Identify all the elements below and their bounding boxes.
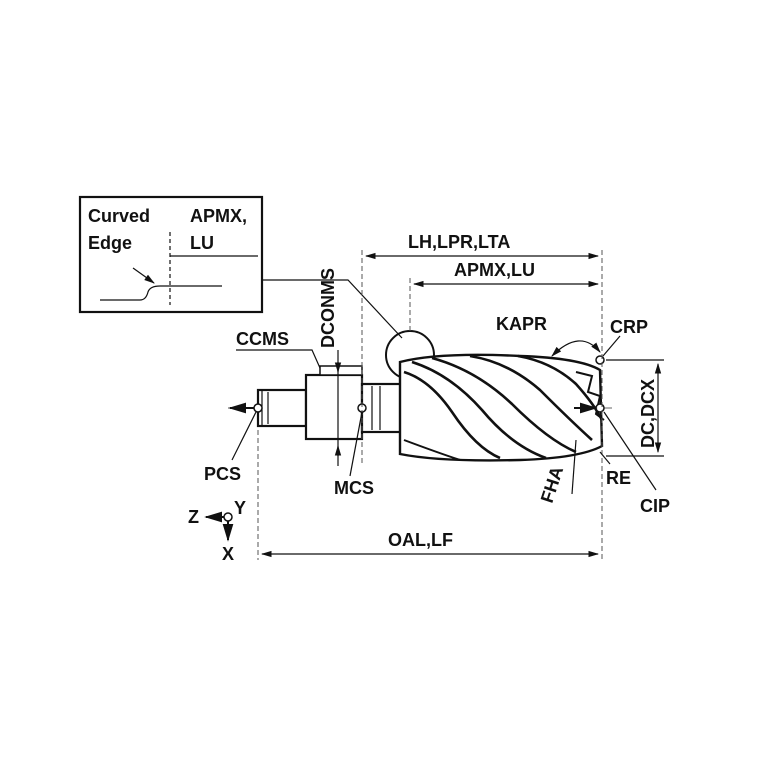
neck [360, 382, 404, 434]
inset-edge-label: Edge [88, 233, 132, 253]
x-axis-label: X [222, 544, 234, 564]
cutting-teeth [575, 371, 605, 421]
ccms-leader [236, 349, 321, 369]
flute-1 [403, 370, 501, 460]
coordinate-axes: Z Y X [188, 498, 246, 564]
re-label: RE [606, 468, 631, 488]
mcs-label: MCS [334, 478, 374, 498]
y-axis-label: Y [234, 498, 246, 518]
inset-leader-line [262, 279, 403, 339]
oal-lf-label: OAL,LF [388, 530, 453, 550]
inset-detail-box: Curved Edge APMX, LU [78, 195, 264, 314]
pcs-leader [231, 411, 257, 461]
inset-leader-arrow [132, 267, 155, 284]
flute-6 [403, 439, 461, 461]
thread-shank [256, 388, 308, 428]
cip-leader [603, 411, 657, 491]
dconms-label: DCONMS [318, 268, 338, 348]
flange [304, 373, 364, 441]
flute-4 [469, 354, 593, 441]
z-axis-label: Z [188, 507, 199, 527]
inset-apmx-label: APMX, [190, 206, 247, 226]
dc-dcx-label: DC,DCX [638, 379, 658, 448]
ccms-label: CCMS [236, 329, 289, 349]
crp-point-marker [595, 355, 605, 365]
lh-lpr-lta-label: LH,LPR,LTA [408, 232, 510, 252]
y-axis-point-marker [223, 512, 233, 522]
tool-body [228, 353, 612, 462]
kapr-angle-arc [551, 340, 601, 357]
mcs-leader [349, 411, 363, 477]
flute-2 [411, 360, 547, 460]
inset-curved-edge-profile [100, 285, 222, 301]
crp-leader [602, 335, 621, 357]
re-leader [599, 451, 611, 465]
flute-3 [431, 356, 577, 454]
fha-leader [571, 439, 577, 495]
apmx-lu-label: APMX,LU [454, 260, 535, 280]
inset-lu-label: LU [190, 233, 214, 253]
inset-curved-label: Curved [88, 206, 150, 226]
pcs-label: PCS [204, 464, 241, 484]
fha-label: FHA [537, 464, 567, 505]
cip-label: CIP [640, 496, 670, 516]
kapr-label: KAPR [496, 314, 547, 334]
cip-point-marker [595, 403, 605, 413]
crp-label: CRP [610, 317, 648, 337]
pcs-point-marker [253, 403, 263, 413]
